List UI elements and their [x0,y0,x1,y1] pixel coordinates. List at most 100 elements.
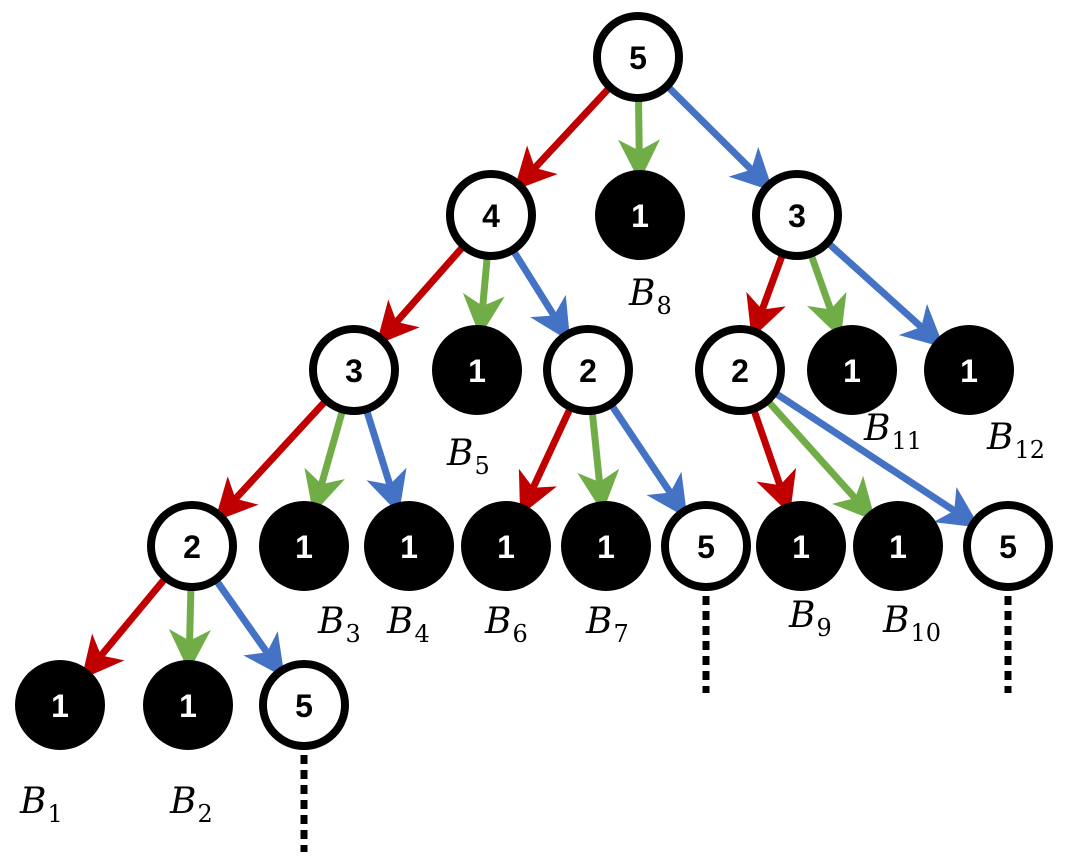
node-n1_b8: 1 [595,170,685,260]
edges-layer [81,81,980,680]
node-circle [543,325,633,415]
node-circle [853,501,943,591]
leaf-label-lbl_b8: B8 [628,273,672,320]
node-circle [143,660,233,750]
node-n2_right: 2 [695,325,785,415]
leaf-label-lbl_b11: B11 [863,408,922,455]
leaf-label-subscript: 8 [656,292,671,320]
node-n1_b12: 1 [924,325,1014,415]
node-n5_mid: 5 [661,501,751,591]
edge-green-n4-to-n1_b5 [462,252,505,337]
node-value: 1 [497,529,515,565]
edge-red-n3_right-to-n2_right [746,249,788,339]
leaf-label-subscript: 7 [613,620,628,648]
node-circle [963,501,1053,591]
node-value: 5 [629,40,647,76]
node-circle [461,501,551,591]
edge-blue-n3_left-to-n1_b4 [361,405,407,515]
node-n3_right: 3 [752,170,842,260]
edge-green-n5_root-to-n1_b8 [618,94,661,182]
node-value: 3 [345,353,363,389]
node-circle [364,501,454,591]
leaf-label-lbl_b5: B5 [446,433,490,480]
edge-red-n5_root-to-n4 [513,82,615,191]
node-circle [147,501,237,591]
leaf-label-lbl_b6: B6 [484,601,528,648]
edge-blue-n2_mid-to-n5_mid [606,399,688,519]
edge-blue-n2_right-to-n5_right [769,387,980,528]
node-value: 1 [960,353,978,389]
node-value: 1 [792,529,810,565]
leaf-label-lbl_b7: B7 [585,601,629,648]
leaf-label-base: B [986,417,1013,458]
node-value: 4 [482,198,500,234]
node-value: 2 [731,353,749,389]
node-n1_b7: 1 [561,501,651,591]
leaf-label-base: B [386,601,413,642]
leaf-label-subscript: 11 [891,427,922,455]
node-value: 1 [597,529,615,565]
leaf-label-base: B [628,273,655,314]
node-circle [756,501,846,591]
leaf-label-base: B [484,601,511,642]
edge-blue-n3_right-to-n1_b12 [822,237,945,348]
node-n1_b11: 1 [807,325,897,415]
leaf-label-subscript: 12 [1014,436,1045,464]
node-circle [595,170,685,260]
leaf-label-subscript: 9 [816,614,831,642]
node-circle [15,660,105,750]
node-n1_b5: 1 [432,325,522,415]
node-circle [561,501,651,591]
continuations-layer [300,596,1012,852]
node-n1_b4: 1 [364,501,454,591]
node-value: 1 [400,529,418,565]
node-value: 1 [843,353,861,389]
node-n4: 4 [446,170,536,260]
leaf-label-base: B [882,600,909,641]
edge-green-n2_mid-to-n1_b7 [577,407,620,513]
edge-red-n2_right-to-n1_b9 [749,404,797,515]
node-n2_mid: 2 [543,325,633,415]
node-circle [807,325,897,415]
node-value: 5 [999,529,1017,565]
leaf-label-base: B [585,601,612,642]
node-circle [259,660,349,750]
edge-green-n3_left-to-n1_b3 [304,405,347,514]
leaf-label-base: B [317,601,344,642]
leaf-label-subscript: 2 [197,800,212,828]
node-n5_right: 5 [963,501,1053,591]
node-value: 1 [179,688,197,724]
node-n1_b3: 1 [259,501,349,591]
node-value: 1 [51,688,69,724]
leaf-label-base: B [169,781,196,822]
node-n1_b1: 1 [15,660,105,750]
node-value: 2 [579,353,597,389]
edge-red-n4-to-n3_left [376,241,469,345]
leaf-label-lbl_b9: B9 [788,595,832,642]
edge-red-n2_mid-to-n1_b6 [518,402,576,516]
node-value: 1 [631,198,649,234]
leaf-label-base: B [19,781,46,822]
node-circle [752,170,842,260]
node-circle [446,170,536,260]
leaf-label-lbl_b2: B2 [169,781,213,828]
node-circle [432,325,522,415]
node-n1_b10: 1 [853,501,943,591]
edge-green-n2_right-to-n1_b10 [762,395,876,522]
node-n1_b9: 1 [756,501,846,591]
leaf-label-base: B [446,433,473,474]
node-n3_left: 3 [309,325,399,415]
node-value: 3 [788,198,806,234]
node-circle [309,325,399,415]
leaf-label-subscript: 5 [474,452,489,480]
node-circle [661,501,751,591]
node-value: 1 [468,353,486,389]
leaf-label-subscript: 4 [414,620,429,648]
node-value: 1 [889,529,907,565]
node-value: 5 [697,529,715,565]
edge-green-n3_right-to-n1_b11 [806,249,847,339]
leaf-label-base: B [863,408,890,449]
